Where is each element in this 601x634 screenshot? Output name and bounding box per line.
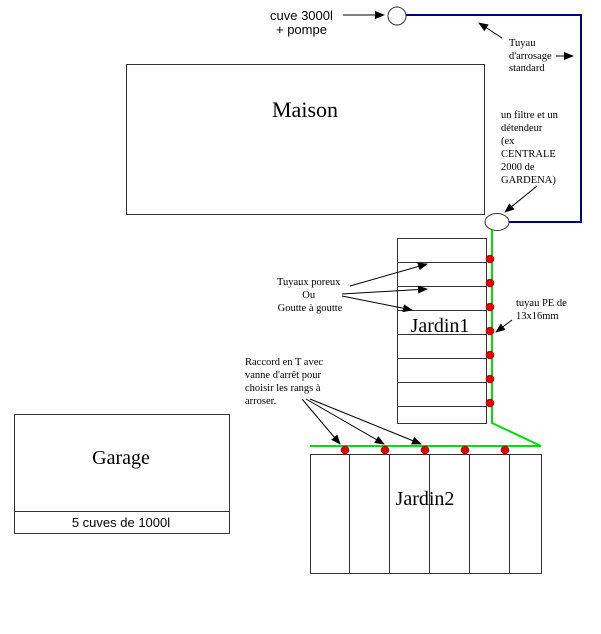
valve xyxy=(420,445,430,455)
pe-pipe-arrow xyxy=(495,319,513,333)
garden2-label: Jardin2 xyxy=(396,488,455,510)
filter-regulator xyxy=(484,213,510,231)
porous-arrows xyxy=(341,262,428,313)
valve xyxy=(485,374,495,384)
valve xyxy=(340,445,350,455)
porous-label: Tuyaux poreux Ou Goutte à goutte xyxy=(277,277,343,314)
garden2 xyxy=(310,454,542,574)
valve xyxy=(380,445,390,455)
house-label: Maison xyxy=(272,97,338,122)
tee-label: Raccord en T avec vanne d'arrêt pour cho… xyxy=(245,357,326,407)
filter-label: un filtre et un détendeur (ex CENTRALE 2… xyxy=(501,110,560,186)
valve xyxy=(485,398,495,408)
valve xyxy=(485,326,495,336)
garage-label: Garage xyxy=(92,447,150,469)
hose-arrow xyxy=(478,22,503,39)
tank-label: cuve 3000l + pompe xyxy=(270,8,337,37)
garden1 xyxy=(397,238,487,424)
valve xyxy=(485,278,495,288)
tank-circle xyxy=(387,6,407,26)
valve xyxy=(460,445,470,455)
house xyxy=(126,64,485,215)
garage-tanks-label: 5 cuves de 1000l xyxy=(72,515,170,530)
garage xyxy=(14,414,230,534)
valve xyxy=(485,254,495,264)
valve xyxy=(485,350,495,360)
valve xyxy=(500,445,510,455)
garden1-label: Jardin1 xyxy=(411,315,470,337)
tee-valves xyxy=(340,254,510,455)
hose-label: Tuyau d'arrosage standard xyxy=(509,38,554,74)
garden-hose xyxy=(406,14,582,223)
pe-pipe-label: tuyau PE de 13x16mm xyxy=(516,298,569,322)
filter-arrow xyxy=(504,185,538,213)
valve xyxy=(485,302,495,312)
tee-arrows xyxy=(301,398,422,445)
